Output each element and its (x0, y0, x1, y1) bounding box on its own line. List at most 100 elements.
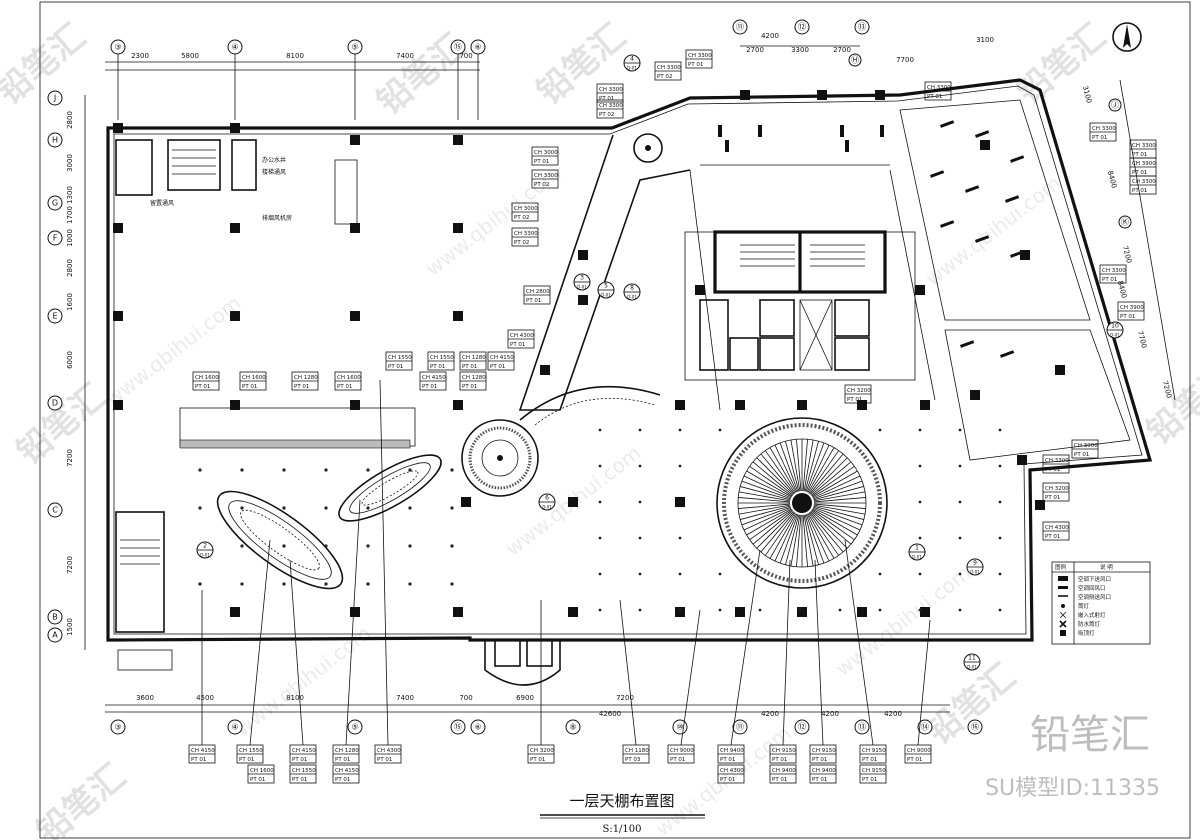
column (230, 311, 240, 321)
axis-label: ③ (114, 723, 121, 732)
dim-label: 6000 (66, 351, 74, 369)
svg-text:PT 01: PT 01 (250, 777, 265, 783)
dome-ray (741, 480, 791, 500)
dim-label: 2300 (131, 52, 149, 60)
axis-label: A (52, 631, 58, 640)
downlight (450, 506, 454, 510)
svg-text:D-01: D-01 (542, 505, 552, 510)
callout-marker: 1D-01 (908, 543, 926, 561)
linear-light (930, 170, 945, 178)
room-label-shaft: 楼梯通风 (262, 168, 286, 176)
svg-text:空调回风口: 空调回风口 (1078, 584, 1106, 592)
room-label-duct: 留置通风 (150, 199, 174, 207)
svg-text:CH 4300: CH 4300 (377, 748, 401, 754)
dome-ray (769, 447, 797, 493)
downlight (198, 506, 202, 510)
axis-label: F (53, 234, 58, 243)
axis-label: ⑮ (454, 43, 462, 52)
downlight (998, 428, 1002, 432)
svg-text:PT 01: PT 01 (462, 384, 477, 390)
dome-ray (774, 444, 798, 493)
svg-text:4: 4 (630, 56, 634, 63)
dome-ray (790, 439, 801, 492)
structural-columns (113, 90, 1065, 617)
dome-ray (806, 513, 830, 562)
svg-text:CH 3300: CH 3300 (1132, 179, 1156, 185)
dome-ray (756, 511, 794, 549)
downlight (324, 544, 328, 548)
downlight (198, 582, 202, 586)
svg-text:吸顶灯: 吸顶灯 (1078, 629, 1095, 637)
axis-label: J (53, 94, 56, 103)
top-round-ceiling (633, 133, 663, 163)
svg-text:PT 02: PT 02 (534, 182, 549, 188)
svg-text:CH 4150: CH 4150 (490, 355, 514, 361)
detail-callouts: 1D-01 2D-01 3D-01 4D-01 5D-01 6D-01 8D-0… (196, 54, 1124, 671)
svg-text:CH 9000: CH 9000 (670, 748, 694, 754)
svg-text:CH 4150: CH 4150 (422, 375, 446, 381)
svg-text:CH 3900: CH 3900 (1132, 161, 1156, 167)
column (1020, 250, 1030, 260)
svg-text:PT 01: PT 01 (1045, 534, 1060, 540)
dim-label: 3000 (66, 154, 74, 172)
downlight (678, 500, 682, 504)
downlight (598, 500, 602, 504)
dim-label: 7200 (66, 449, 74, 467)
column (230, 123, 240, 133)
dome-ray (813, 497, 866, 503)
svg-text:CH 3300: CH 3300 (657, 65, 681, 71)
dome-ray (779, 442, 799, 492)
svg-text:CH 1600: CH 1600 (250, 768, 274, 774)
svg-text:CH 1600: CH 1600 (337, 375, 361, 381)
downlight (918, 572, 922, 576)
svg-text:CH 4150: CH 4150 (191, 748, 215, 754)
column (578, 250, 588, 260)
dome-ray (738, 497, 791, 503)
svg-text:PT 01: PT 01 (720, 777, 735, 783)
dome-ray (813, 506, 863, 526)
svg-text:5: 5 (604, 283, 608, 290)
linear-light (725, 140, 729, 152)
svg-text:CH 1600: CH 1600 (242, 375, 266, 381)
svg-text:PT 01: PT 01 (191, 757, 206, 763)
watermark-text: 铅笔汇 (919, 656, 1023, 752)
svg-text:D-01: D-01 (912, 555, 922, 560)
dim-label: 2700 (746, 46, 764, 54)
svg-text:CH 9150: CH 9150 (772, 748, 796, 754)
downlight (638, 536, 642, 540)
dim-label: 4200 (821, 710, 839, 718)
svg-text:PT 01: PT 01 (1092, 135, 1107, 141)
svg-text:PT 01: PT 01 (1045, 495, 1060, 501)
drawing-scale: S:1/100 (602, 824, 641, 835)
linear-light (845, 140, 849, 152)
dome-ray (760, 511, 795, 553)
dome-ray (746, 470, 792, 498)
svg-text:PT 01: PT 01 (1132, 188, 1147, 194)
downlight (324, 582, 328, 586)
downlight (678, 572, 682, 576)
downlight (408, 468, 412, 472)
dim-label: 3100 (1081, 85, 1093, 104)
downlight (366, 468, 370, 472)
svg-text:CH 3300: CH 3300 (534, 173, 558, 179)
dome-ray (808, 512, 840, 556)
dome-ray (738, 491, 791, 502)
dim-label: 7200 (66, 556, 74, 574)
dim-label: 8400 (1106, 170, 1118, 189)
svg-text:CH 2800: CH 2800 (526, 289, 550, 295)
dome-ray (803, 439, 814, 492)
curved-arc-ceiling (519, 385, 661, 426)
svg-text:CH 4300: CH 4300 (510, 333, 534, 339)
svg-text:PT 01: PT 01 (335, 757, 350, 763)
